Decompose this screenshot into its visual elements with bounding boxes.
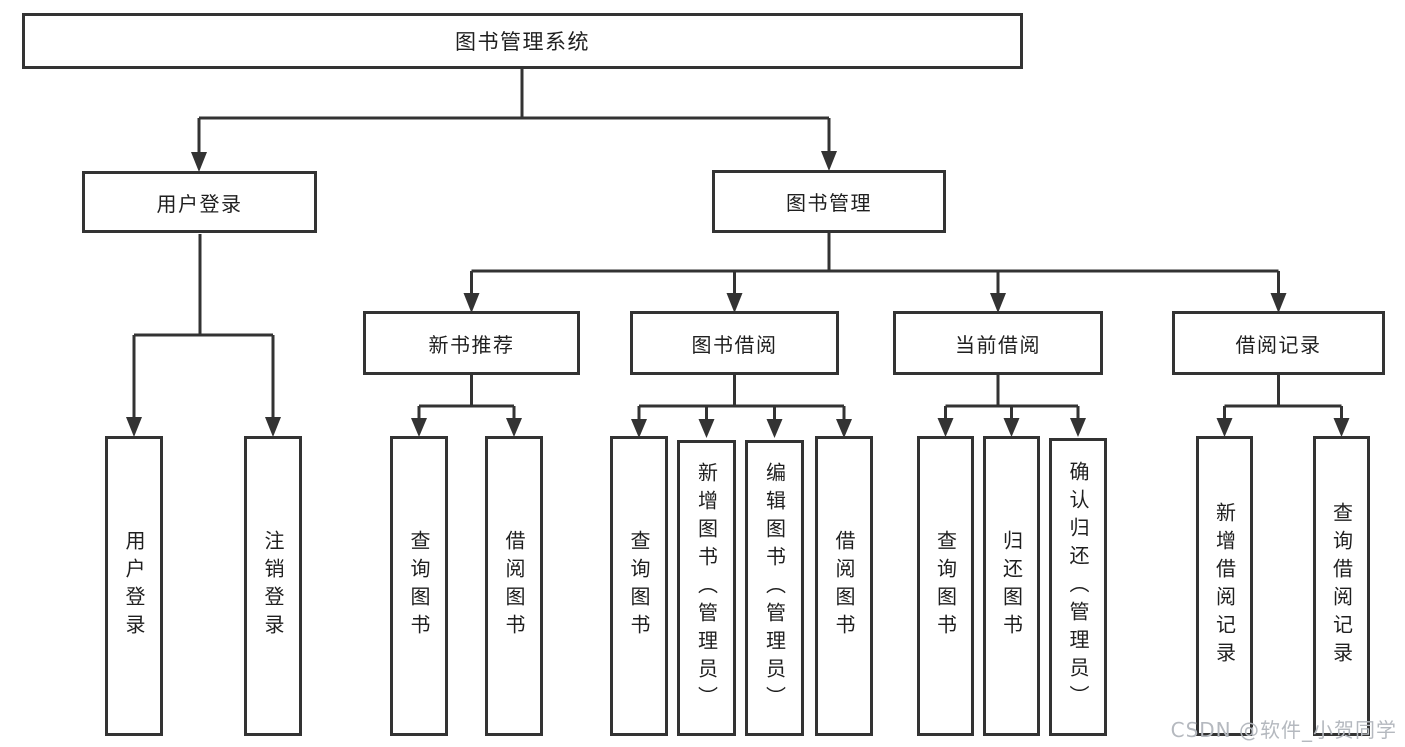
node-label: 图书管理 (786, 191, 872, 215)
node-user-login: 用户登录 (82, 171, 317, 233)
node-library-management-system: 图书管理系统 (22, 13, 1023, 69)
node-label: 用户登录 (156, 191, 243, 216)
leaf-add-book-admin: 新增图书（管理员） (677, 440, 736, 736)
leaf-label: 借阅图书 (832, 530, 856, 642)
node-label: 当前借阅 (955, 332, 1041, 357)
leaf-label: 注销登录 (261, 530, 285, 642)
node-label: 图书管理系统 (455, 30, 590, 54)
leaf-label: 查询图书 (933, 530, 958, 642)
leaf-query-borrow-record: 查询借阅记录 (1313, 436, 1370, 736)
node-label: 借阅记录 (1235, 332, 1322, 357)
node-book-management: 图书管理 (712, 170, 946, 233)
leaf-query-book-3: 查询图书 (917, 436, 974, 736)
node-new-book-recommend: 新书推荐 (363, 311, 580, 375)
leaf-return-book: 归还图书 (983, 436, 1040, 736)
node-book-borrow: 图书借阅 (630, 311, 839, 375)
leaf-label: 借阅图书 (502, 530, 526, 642)
leaf-label: 查询图书 (627, 530, 651, 642)
leaf-borrow-book-2: 借阅图书 (815, 436, 873, 736)
leaf-user-login: 用户登录 (105, 436, 163, 736)
leaf-confirm-return-admin: 确认归还（管理员） (1049, 438, 1107, 736)
node-current-borrow: 当前借阅 (893, 311, 1103, 375)
node-borrow-records: 借阅记录 (1172, 311, 1385, 375)
leaf-label: 新增图书（管理员） (694, 462, 719, 714)
leaf-logout: 注销登录 (244, 436, 302, 736)
leaf-label: 归还图书 (999, 530, 1024, 642)
leaf-label: 查询借阅记录 (1329, 502, 1354, 670)
node-label: 新书推荐 (428, 332, 515, 357)
leaf-edit-book-admin: 编辑图书（管理员） (745, 440, 804, 736)
leaf-label: 编辑图书（管理员） (762, 462, 787, 714)
leaf-label: 查询图书 (407, 530, 431, 642)
leaf-borrow-book-1: 借阅图书 (485, 436, 543, 736)
csdn-watermark: CSDN @软件_小贺同学 (1170, 718, 1397, 742)
arrowheads (126, 151, 1350, 438)
leaf-label: 确认归还（管理员） (1066, 461, 1090, 713)
leaf-query-book-2: 查询图书 (610, 436, 668, 736)
node-label: 图书借阅 (691, 332, 778, 357)
leaf-add-borrow-record: 新增借阅记录 (1196, 436, 1253, 736)
leaf-label: 新增借阅记录 (1212, 502, 1237, 670)
leaf-query-book-1: 查询图书 (390, 436, 448, 736)
leaf-label: 用户登录 (122, 530, 146, 642)
